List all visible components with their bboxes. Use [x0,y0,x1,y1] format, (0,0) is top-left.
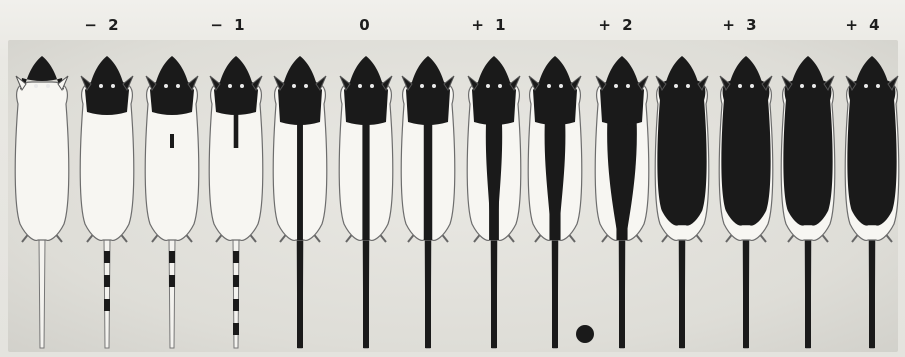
rat-specimen [528,56,582,348]
rat-specimen [781,56,835,348]
rat-specimen [339,56,393,348]
rat-specimen [273,56,327,348]
rat-specimen [145,56,199,348]
rat-specimen [655,56,709,348]
rat-specimen [719,56,773,348]
rat-specimen [845,56,899,348]
rat-specimen [80,56,134,348]
ink-blot [576,325,594,343]
rat-specimen [595,56,649,348]
rat-specimen [401,56,455,348]
rat-specimen [467,56,521,348]
rat-specimen [15,56,69,348]
rat-specimen [209,56,263,348]
